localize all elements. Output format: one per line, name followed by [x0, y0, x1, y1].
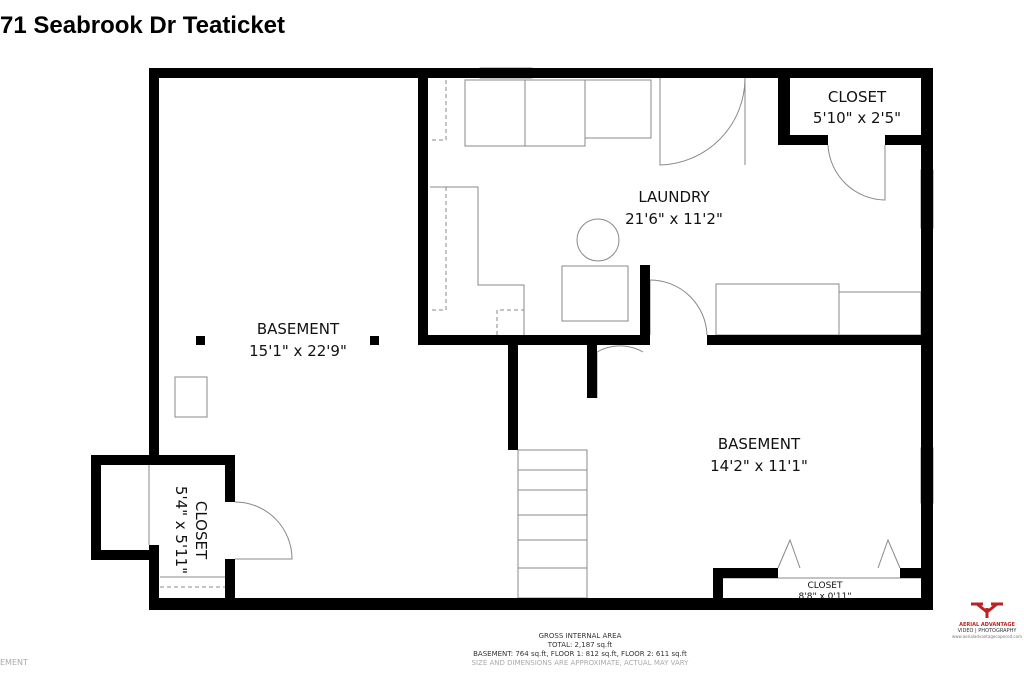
room-dims-closet-top: 5'10" x 2'5"	[813, 109, 901, 127]
room-name-laundry: LAUNDRY	[638, 188, 710, 206]
door	[659, 77, 746, 166]
company-logo: AERIAL ADVANTAGE VIDEO | PHOTOGRAPHY www…	[950, 600, 1024, 639]
room-dims-laundry: 21'6" x 11'2"	[625, 210, 723, 228]
drone-icon	[971, 602, 1003, 618]
logo-sub: VIDEO | PHOTOGRAPHY	[957, 628, 1017, 634]
walls	[91, 68, 933, 610]
room-dims-basement-right: 14'2" x 11'1"	[710, 457, 808, 475]
stairs	[517, 449, 588, 599]
room-name-closet-bottom: CLOSET	[808, 581, 843, 591]
disclaimer: SIZE AND DIMENSIONS ARE APPROXIMATE, ACT…	[471, 659, 689, 667]
door	[234, 501, 293, 560]
area-total: TOTAL: 2,187 sq.ft	[547, 641, 613, 649]
shelf	[715, 283, 840, 336]
area-breakdown: BASEMENT: 764 sq.ft, FLOOR 1: 812 sq.ft,…	[473, 650, 687, 658]
room-dims-basement-left: 15'1" x 22'9"	[249, 342, 347, 360]
fireplace	[174, 376, 208, 418]
edge-label: EMENT	[0, 658, 28, 667]
room-name-closet-top: CLOSET	[828, 88, 887, 106]
washer	[464, 79, 526, 147]
door	[596, 345, 644, 398]
furnace	[561, 265, 629, 322]
room-name-basement-left: BASEMENT	[257, 320, 340, 338]
logo-web: www.aerialadvantagecapecod.com	[952, 634, 1022, 639]
area-summary: GROSS INTERNAL AREA TOTAL: 2,187 sq.ft B…	[380, 632, 780, 668]
area-heading: GROSS INTERNAL AREA	[538, 632, 622, 640]
water-heater	[576, 218, 620, 262]
room-name-basement-right: BASEMENT	[718, 435, 801, 453]
cabinet	[584, 79, 652, 139]
dryer	[524, 79, 586, 147]
counter	[430, 186, 525, 335]
room-dims-closet-bottom: 8'8" x 0'11"	[799, 592, 852, 602]
door	[649, 279, 708, 336]
room-dims-closet-left: 5'4" x 5'11"	[172, 486, 190, 574]
logo-name: AERIAL ADVANTAGE	[959, 622, 1015, 628]
page-title: 71 Seabrook Dr Teaticket	[0, 12, 286, 39]
door	[827, 144, 886, 201]
room-name-closet-left: CLOSET	[192, 501, 210, 560]
